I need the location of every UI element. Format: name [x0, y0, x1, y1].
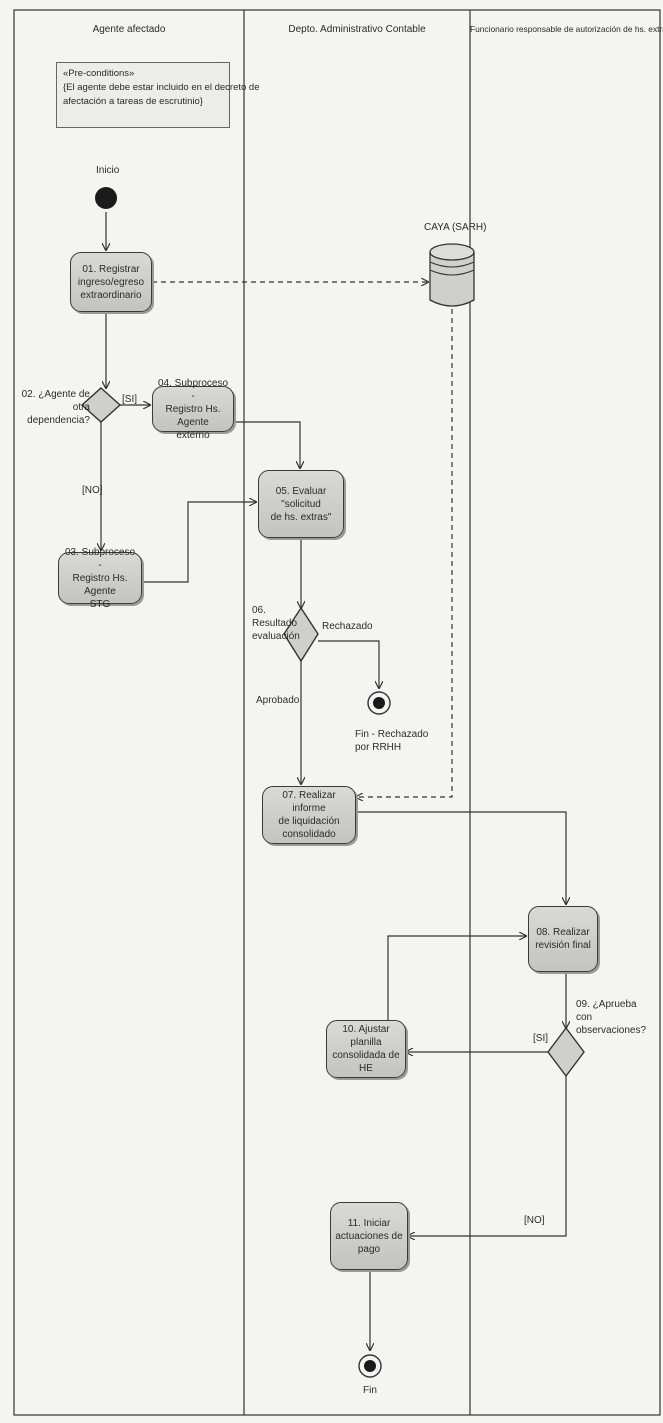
activity-11-label: 11. Iniciar actuaciones de pago: [335, 1217, 403, 1255]
activity-07: 07. Realizar informe de liquidación cons…: [262, 786, 356, 844]
activity-04: 04. Subproceso - Registro Hs. Agente ext…: [152, 378, 234, 441]
decision-09-label: 09. ¿Aprueba con observaciones?: [576, 999, 647, 1036]
decision-09-diamond: [547, 1026, 585, 1078]
note-line: {El agente debe estar incluido en el dec…: [63, 82, 260, 93]
decision-02-diamond: [80, 387, 122, 423]
activity-10: 10. Ajustar planilla consolidada de HE: [326, 1020, 406, 1078]
activity-11: 11. Iniciar actuaciones de pago: [330, 1202, 408, 1270]
guard-no-02: [NO]: [82, 485, 103, 496]
decision-06-diamond: [283, 606, 319, 663]
lane-header-depto: Depto. Administrativo Contable: [288, 24, 426, 35]
activity-01-label: 01. Registrar ingreso/egreso extraordina…: [77, 263, 145, 301]
activity-04-label: 04. Subproceso - Registro Hs. Agente ext…: [157, 377, 229, 441]
start-label: Inicio: [96, 165, 120, 176]
activity-08: 08. Realizar revisión final: [528, 906, 598, 972]
decision-06-label: 06. Resultado evaluación: [252, 605, 300, 642]
guard-si-09: [SI]: [533, 1033, 549, 1044]
activity-05: 05. Evaluar "solicitud de hs. extras": [258, 470, 344, 538]
database-icon: [429, 243, 475, 307]
lane-header-funcionario: Funcionario responsable de autorización …: [470, 24, 663, 34]
precondition-note: «Pre-conditions» {El agente debe estar i…: [56, 62, 260, 128]
activity-10-label: 10. Ajustar planilla consolidada de HE: [332, 1024, 400, 1074]
guard-rechazado: Rechazado: [322, 621, 373, 632]
guard-si-02: [SI]: [122, 394, 138, 405]
activity-03: 03. Subproceso - Registro Hs. Agente STG: [58, 547, 142, 610]
diagram-frame: [13, 9, 661, 1416]
note-header: «Pre-conditions»: [63, 68, 135, 79]
start-node: [95, 187, 117, 209]
end-rejected-label: Fin - Rechazado por RRHH: [355, 729, 429, 753]
note-line: afectación a tareas de escrutinio}: [63, 96, 203, 107]
decision-02-label: 02. ¿Agente de otra dependencia?: [21, 389, 90, 426]
end-label: Fin: [363, 1385, 377, 1396]
datastore-label: CAYA (SARH): [424, 222, 487, 233]
guard-aprobado: Aprobado: [256, 695, 300, 706]
guard-no-09: [NO]: [524, 1215, 545, 1226]
lane-header-agente: Agente afectado: [92, 24, 166, 35]
activity-08-label: 08. Realizar revisión final: [535, 927, 591, 951]
activity-05-label: 05. Evaluar "solicitud de hs. extras": [270, 485, 332, 523]
activity-07-label: 07. Realizar informe de liquidación cons…: [278, 790, 340, 840]
activity-01: 01. Registrar ingreso/egreso extraordina…: [70, 252, 152, 312]
activity-03-label: 03. Subproceso - Registro Hs. Agente STG: [64, 546, 136, 610]
